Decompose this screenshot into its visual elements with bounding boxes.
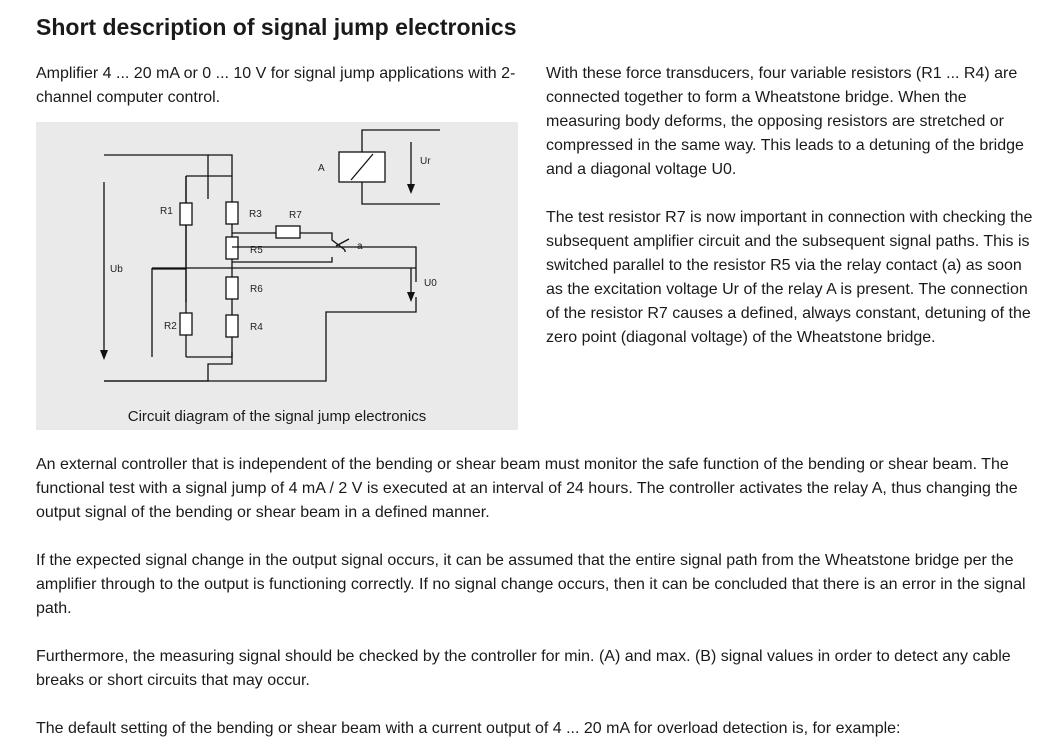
body-paragraph: Furthermore, the measuring signal should… [36,648,1011,689]
resistor-r7 [275,225,301,239]
resistor-r6 [225,276,239,300]
right-column: With these force transducers, four varia… [546,62,1036,350]
page-title: Short description of signal jump electro… [36,14,517,40]
description-paragraph: With these force transducers, four varia… [546,65,1024,178]
label-relay-a: A [318,163,325,174]
resistor-r4 [225,314,239,338]
body-paragraph: An external controller that is independe… [36,456,1018,521]
label-r4: R4 [250,322,263,333]
circuit-diagram: Ub R1 R2 R3 R5 R6 R4 R7 A a Ur U0 [100,129,440,382]
label-r5: R5 [250,245,263,256]
description-paragraph: The test resistor R7 is now important in… [546,209,1033,346]
resistor-r3 [225,201,239,225]
label-r3: R3 [249,209,262,220]
label-r1: R1 [160,206,173,217]
label-u0: U0 [424,278,437,289]
label-ub: Ub [110,264,123,275]
label-r7: R7 [289,210,302,221]
body-paragraph: The default setting of the bending or sh… [36,720,901,737]
label-contact-a: a [357,241,363,252]
circuit-figure: Ub R1 R2 R3 R5 R6 R4 R7 A a Ur U0 Circui… [36,122,518,430]
resistor-r2 [179,312,193,336]
intro-text: Amplifier 4 ... 20 mA or 0 ... 10 V for … [36,65,516,106]
body-paragraph: If the expected signal change in the out… [36,552,1026,617]
label-ur: Ur [420,156,431,167]
resistor-r1 [179,202,193,226]
label-r6: R6 [250,284,263,295]
resistor-r5 [225,236,239,260]
figure-caption: Circuit diagram of the signal jump elect… [127,408,427,425]
label-r2: R2 [164,321,177,332]
